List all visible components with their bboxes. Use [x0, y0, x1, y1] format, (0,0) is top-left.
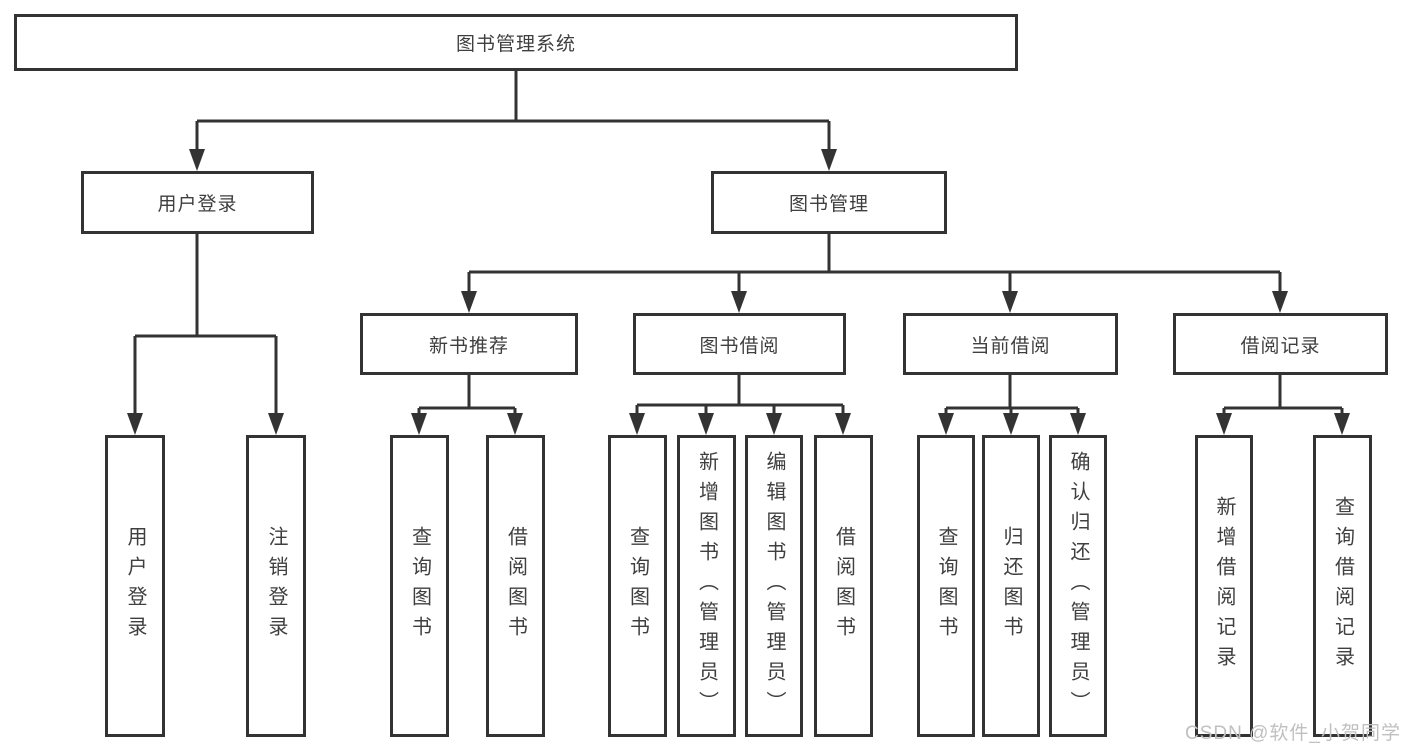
node-user-login: 用户登录 [81, 171, 314, 234]
leaf-confirm-return-admin: 确认归还（管理员） [1049, 435, 1107, 737]
node-borrow-records: 借阅记录 [1173, 313, 1388, 375]
node-new-book-recommend: 新书推荐 [360, 313, 578, 375]
node-label: 图书借阅 [699, 335, 780, 357]
leaf-query-borrow-record: 查询借阅记录 [1313, 435, 1372, 737]
leaf-add-borrow-record: 新增借阅记录 [1195, 435, 1253, 737]
leaf-label: 查询图书 [935, 526, 957, 646]
leaf-label: 编辑图书（管理员） [763, 451, 785, 721]
leaf-borrow-books-recommend: 借阅图书 [486, 435, 545, 737]
leaf-label: 新增图书（管理员） [695, 451, 718, 721]
leaf-label: 新增借阅记录 [1213, 496, 1235, 676]
leaf-query-books-borrow: 查询图书 [608, 435, 667, 737]
node-label: 借阅记录 [1240, 335, 1321, 357]
csdn-watermark: CSDN @软件_小贺同学 [1185, 723, 1401, 744]
leaf-label: 查询图书 [626, 526, 649, 646]
leaf-label: 查询借阅记录 [1331, 496, 1354, 676]
node-library-management-system: 图书管理系统 [14, 14, 1018, 71]
leaf-borrow-books: 借阅图书 [814, 435, 873, 737]
leaf-query-books-current: 查询图书 [917, 435, 975, 737]
leaf-label: 借阅图书 [832, 526, 855, 646]
leaf-add-books-admin: 新增图书（管理员） [677, 435, 736, 737]
leaf-label: 借阅图书 [504, 526, 527, 646]
leaf-label: 确认归还（管理员） [1067, 451, 1089, 721]
node-label: 用户登录 [157, 194, 238, 215]
leaf-query-books-recommend: 查询图书 [390, 435, 449, 737]
node-label: 新书推荐 [428, 335, 509, 357]
node-book-borrow: 图书借阅 [633, 313, 846, 375]
node-label: 图书管理 [788, 194, 869, 215]
leaf-label: 归还图书 [1000, 526, 1022, 646]
leaf-label: 查询图书 [408, 526, 431, 646]
leaf-label: 注销登录 [265, 526, 287, 646]
node-book-management: 图书管理 [711, 171, 947, 234]
leaf-label: 用户登录 [124, 526, 146, 646]
leaf-return-books: 归还图书 [982, 435, 1040, 737]
node-label: 图书管理系统 [455, 34, 576, 55]
leaf-user-login: 用户登录 [105, 435, 165, 737]
node-current-borrow: 当前借阅 [903, 313, 1118, 375]
node-label: 当前借阅 [970, 335, 1051, 357]
leaf-logout: 注销登录 [246, 435, 306, 737]
leaf-edit-books-admin: 编辑图书（管理员） [745, 435, 803, 737]
